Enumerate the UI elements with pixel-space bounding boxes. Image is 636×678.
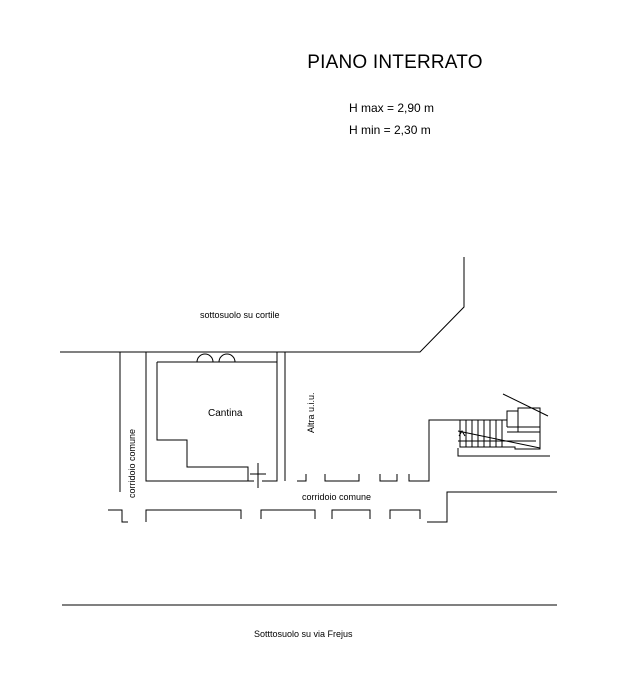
- cantina-door-arcs: [196, 353, 236, 363]
- plan-title: PIANO INTERRATO: [307, 52, 483, 73]
- lower-wall-seg-4: [331, 509, 371, 519]
- lower-wall-seg-1: [108, 509, 128, 523]
- lower-wall-seg-2: [145, 509, 242, 522]
- cantina-label: Cantina: [208, 408, 243, 419]
- street-label: Sotttosuolo su via Frejus: [254, 629, 353, 639]
- corridor-wall-seg-1: [297, 474, 307, 482]
- corridor-right-lower-wall: [427, 491, 557, 523]
- corridor-wall-seg-3: [379, 474, 398, 482]
- courtyard-boundary-wall: [60, 257, 465, 353]
- lower-wall-seg-5: [389, 509, 421, 519]
- lower-wall-seg-3: [260, 509, 316, 519]
- courtyard-label: sottosuolo su cortile: [200, 310, 280, 320]
- cantina-right-wall: [262, 352, 278, 482]
- height-min-label: H min = 2,30 m: [349, 123, 431, 137]
- corridor-wall-seg-2: [324, 474, 360, 482]
- cantina-room-wall: [156, 361, 277, 481]
- corridor-wall-seg-4: [408, 419, 460, 482]
- cantina-outer-wall: [145, 352, 254, 482]
- altra-uiu-label: Altra u.i.u.: [306, 392, 316, 433]
- corridor-label-vertical: corridoio comune: [127, 428, 137, 498]
- height-max-label: H max = 2,90 m: [349, 101, 435, 115]
- door-cross-mark: [250, 463, 266, 488]
- staircase: [457, 393, 550, 457]
- corridor-label-horizontal: corridoio comune: [302, 492, 372, 502]
